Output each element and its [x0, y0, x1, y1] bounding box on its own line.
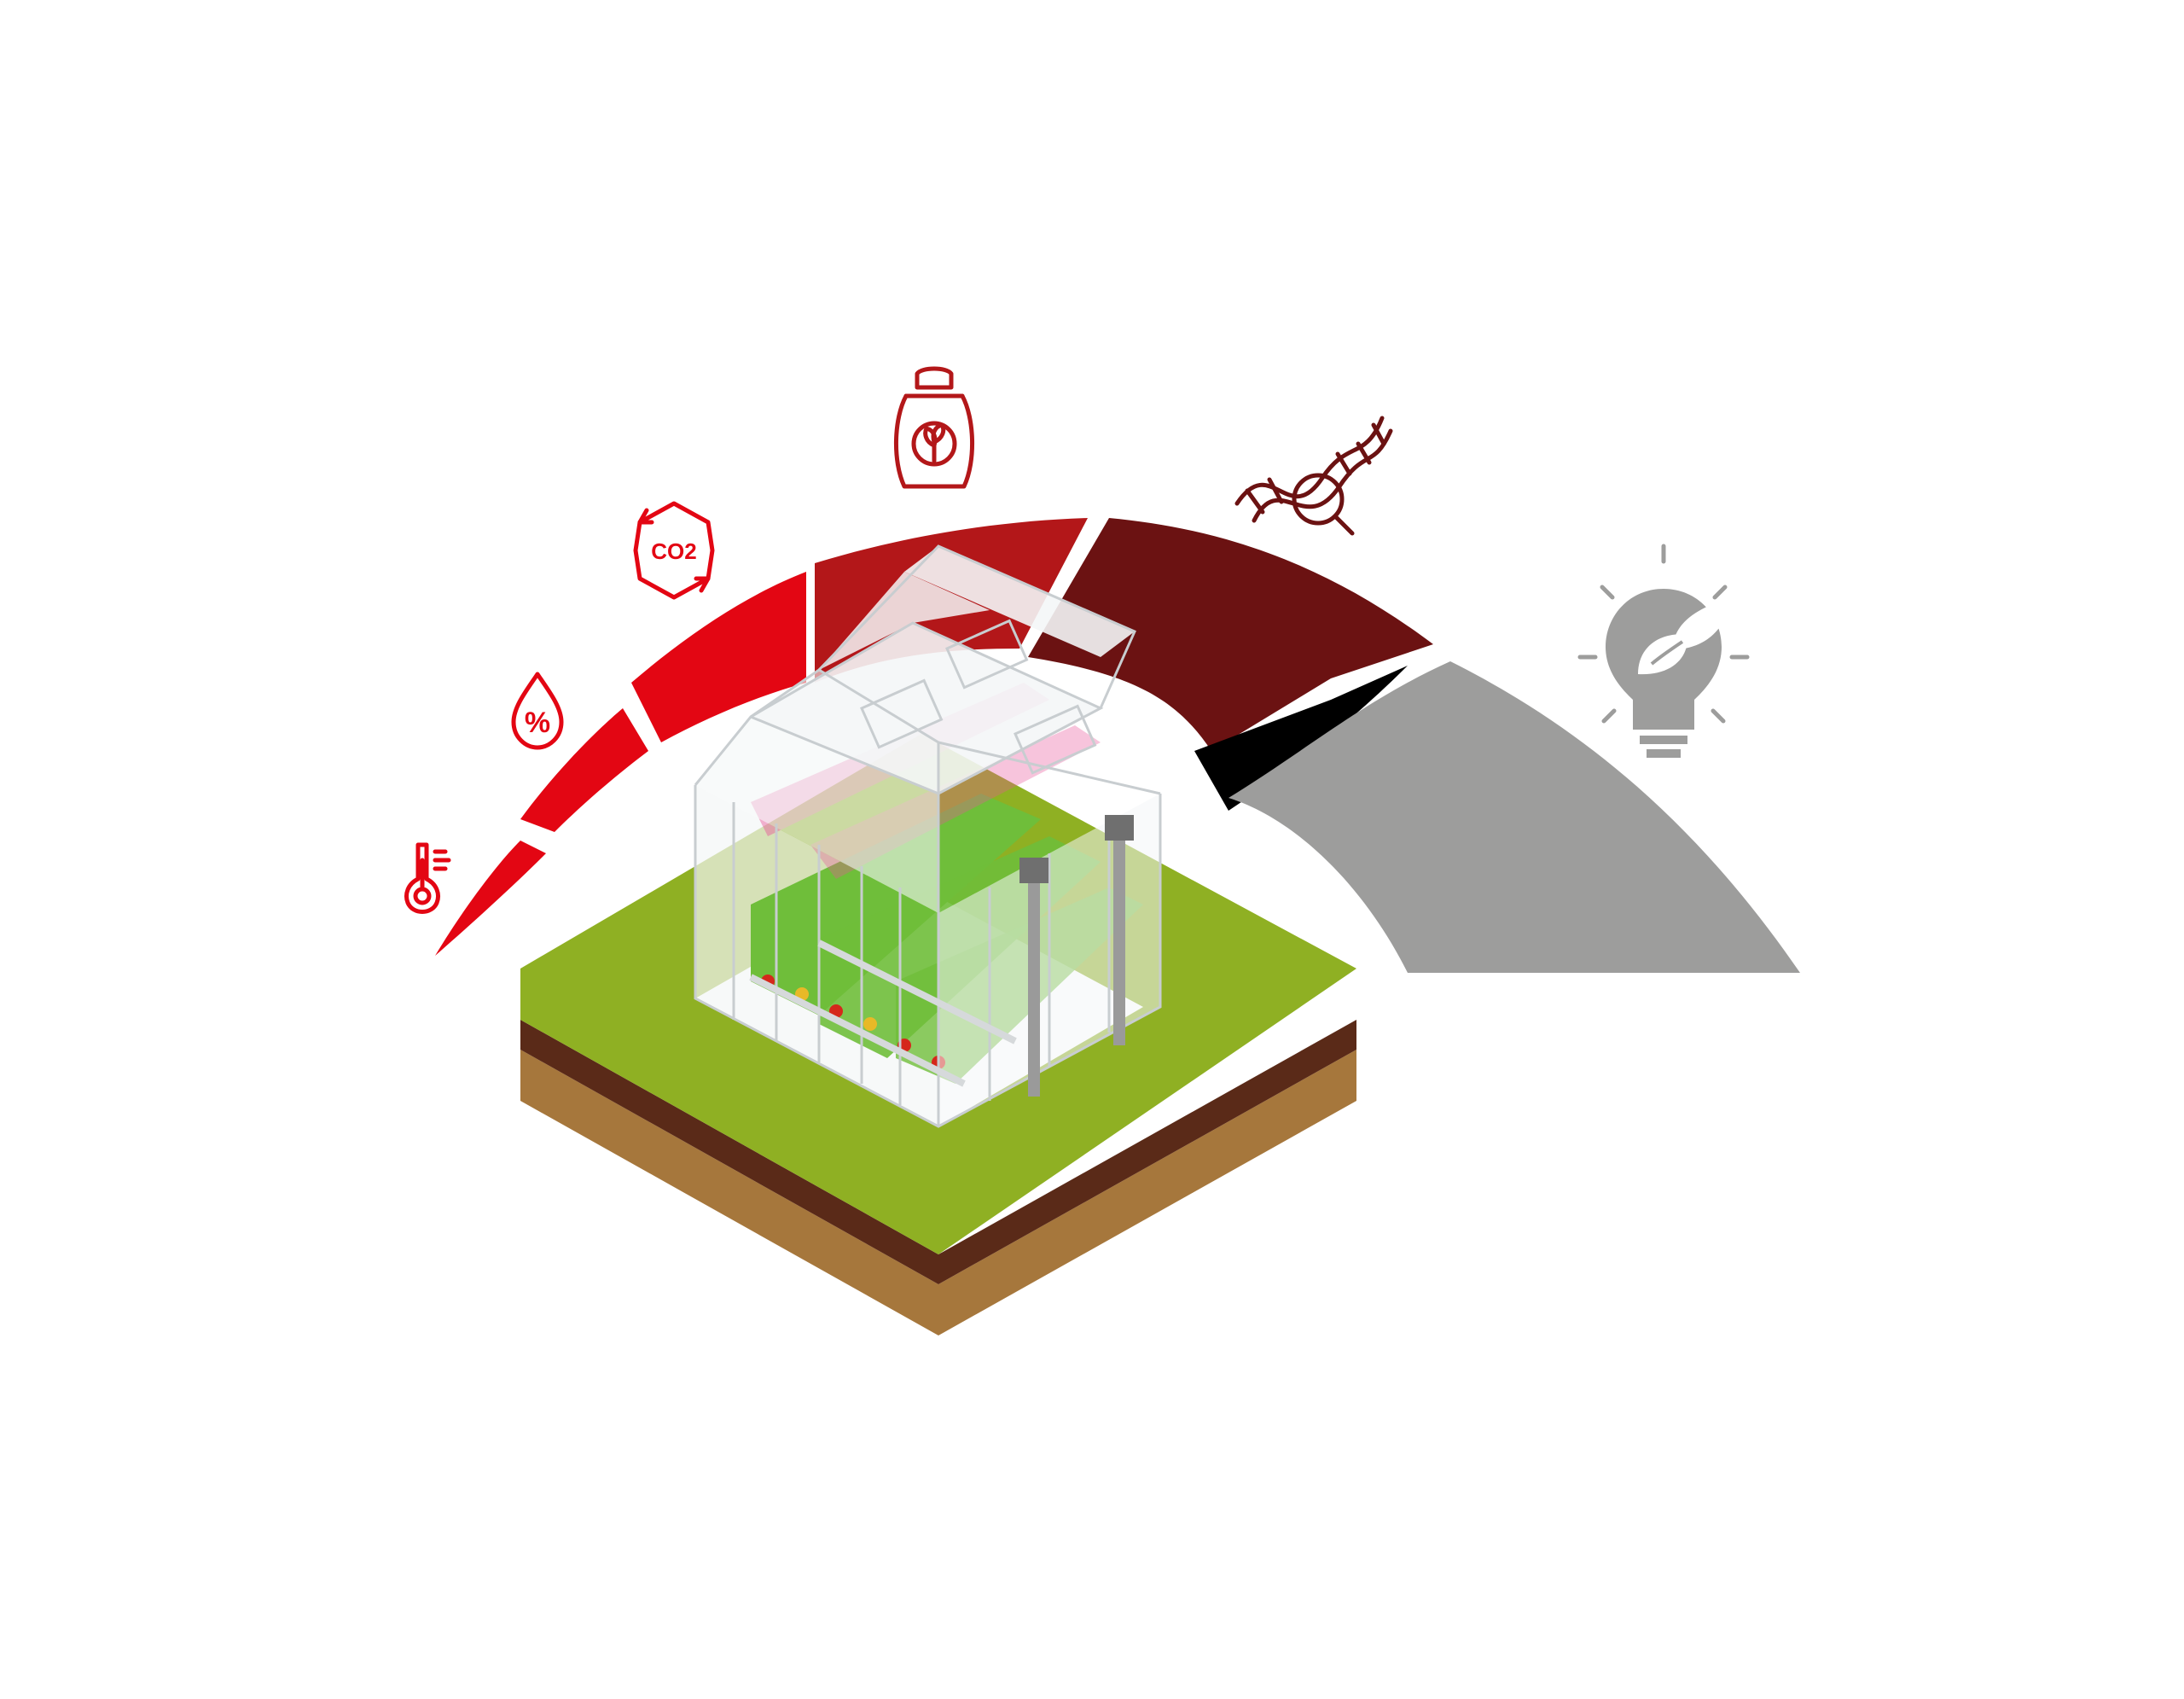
soil-top-left [520, 1020, 938, 1284]
humidity-drop-percent-icon: % [511, 672, 564, 750]
humidity-percent-label: % [525, 707, 550, 739]
greenhouse-roof-front [751, 623, 1101, 794]
dna-search-icon [1234, 416, 1393, 536]
greenhouse [694, 544, 1162, 1128]
greenhouse-roof-rear [904, 546, 1135, 657]
soil-bottom-left [520, 1050, 938, 1335]
greenhouse-roof-back [819, 572, 990, 670]
greenhouse-frame [694, 544, 1162, 1128]
arc-segment-shadow [1194, 666, 1408, 811]
growing-gutters [749, 940, 1017, 1087]
greenhouse-posts [1019, 815, 1134, 1097]
arc-segment-humidity [520, 708, 648, 832]
arc-segment-genetics [1028, 518, 1433, 751]
arc-segment-co2 [631, 572, 806, 742]
fertilizer-bag-icon [893, 366, 975, 489]
thermometer-icon [404, 842, 451, 914]
co2-label: CO2 [651, 538, 696, 564]
soil-bottom-right [938, 1050, 1356, 1335]
co2-cycle-icon: CO2 [633, 501, 715, 600]
eco-lightbulb-icon [1577, 544, 1750, 758]
arc-segment-temperature [435, 841, 546, 956]
arc-segment-lighting [1228, 661, 1800, 973]
soil-top-right [938, 1020, 1356, 1284]
